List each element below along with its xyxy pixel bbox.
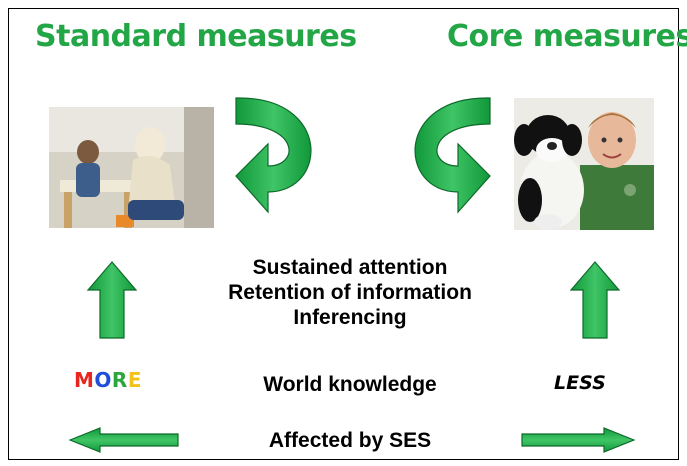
up-arrow-left-icon xyxy=(86,261,138,339)
more-letter-o: O xyxy=(94,368,112,392)
photo-testing-session xyxy=(49,107,214,228)
more-label: MORE xyxy=(74,368,142,392)
skills-list: Sustained attention Retention of informa… xyxy=(200,255,500,330)
less-label: LESS xyxy=(554,372,606,394)
photo-boy-with-toy-dog xyxy=(514,98,654,230)
curved-arrow-right-icon xyxy=(414,97,491,214)
up-arrow-right-icon xyxy=(569,261,621,339)
skill-inferencing: Inferencing xyxy=(293,306,407,329)
skill-retention-of-information: Retention of information xyxy=(228,281,472,304)
curved-arrow-left-icon xyxy=(235,97,312,214)
affected-by-ses-label: Affected by SES xyxy=(268,429,432,452)
world-knowledge-label: World knowledge xyxy=(263,373,437,396)
core-measures-heading: Core measures xyxy=(447,19,687,54)
more-letter-e: E xyxy=(127,368,142,392)
standard-measures-heading: Standard measures xyxy=(35,19,357,54)
right-arrow-bottom-icon xyxy=(521,427,636,453)
slide-frame xyxy=(8,8,679,460)
more-letter-r: R xyxy=(111,368,128,392)
skill-sustained-attention: Sustained attention xyxy=(252,256,448,279)
left-arrow-bottom-icon xyxy=(68,427,179,453)
more-letter-m: M xyxy=(74,368,95,392)
